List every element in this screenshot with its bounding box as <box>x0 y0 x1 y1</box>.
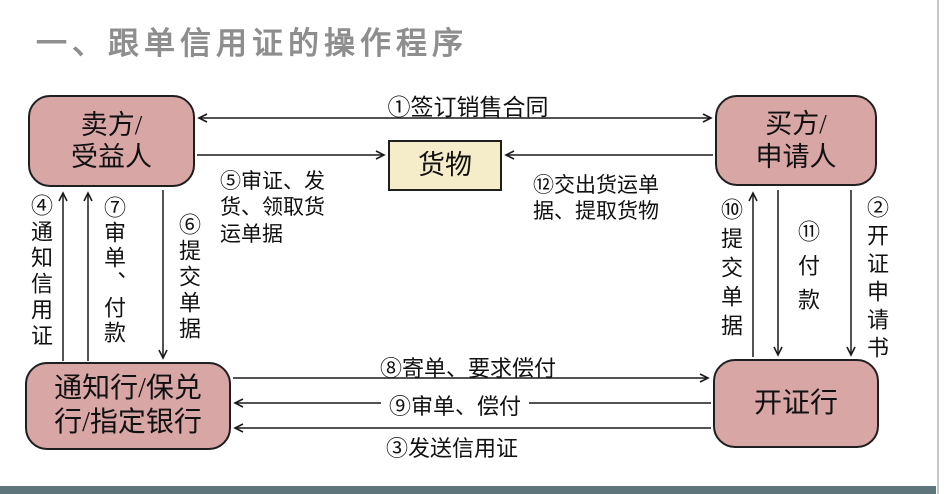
buyer-label-line2: 申请人 <box>755 141 837 172</box>
edge-label-step8: ⑧寄单、要求偿付 <box>379 356 557 381</box>
goods-box: 货物 <box>388 140 502 191</box>
edge-label-step3: ③发送信用证 <box>385 436 519 461</box>
footer-bar <box>0 486 936 494</box>
advising-bank-label-line2: 行/指定银行 <box>54 407 202 438</box>
issuing-bank-box: 开证行 <box>713 359 879 448</box>
edge-label-step5: ⑤审证、发货、领取货运单据 <box>220 169 325 246</box>
edge-label-step12: ⑫交出货运单据、提取货物 <box>533 173 659 224</box>
seller-label-line2: 受益人 <box>71 142 152 172</box>
advising-bank-label-line1: 通知行/保兑 <box>54 373 202 405</box>
goods-label: 货物 <box>418 150 472 181</box>
edge-label-step2: ②开证申请书 <box>864 196 889 364</box>
edge-label-step10: ⑩提交单据 <box>718 198 743 343</box>
edge-label-step9: ⑨审单、偿付 <box>380 389 530 421</box>
edge-label-step4: ④通知信用证 <box>28 194 53 350</box>
advising-bank-box: 通知行/保兑 行/指定银行 <box>25 362 231 450</box>
page-title: 一、跟单信用证的操作程序 <box>36 26 468 61</box>
buyer-box: 买方/ 申请人 <box>715 95 877 186</box>
edge-label-step1: ①签订销售合同 <box>387 95 549 120</box>
issuing-bank-label: 开证行 <box>753 387 838 419</box>
seller-label-line1: 卖方/ <box>80 109 143 140</box>
slide-right-border <box>937 0 939 494</box>
edge-label-step7: ⑦审单、付款 <box>101 196 126 346</box>
edge-label-step11: ⑪付款 <box>795 220 820 322</box>
edge-label-step6: ⑥提交单据 <box>176 213 201 343</box>
seller-box: 卖方/ 受益人 <box>28 95 195 187</box>
buyer-label-line1: 买方/ <box>765 109 827 140</box>
